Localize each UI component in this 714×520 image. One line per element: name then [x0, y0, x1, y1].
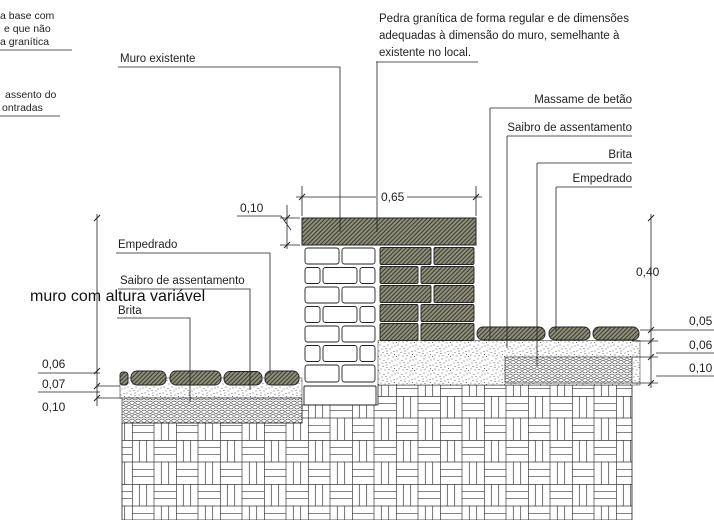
left-paving-stones	[119, 370, 300, 386]
empedrado-left-leader	[116, 252, 271, 374]
granite-stone	[379, 247, 432, 265]
dim-right-height-line	[632, 214, 714, 388]
dim-right-height: 0,40	[636, 265, 660, 279]
wall-brick	[322, 267, 358, 284]
wall-foundation-block	[303, 385, 377, 406]
pedra-granitica-label: existente no local.	[379, 47, 471, 59]
wall-brick	[304, 247, 340, 265]
dimension-lines	[38, 186, 714, 406]
saibro-left-leader	[118, 288, 251, 390]
note-line: assento do	[5, 89, 57, 101]
pedra-granitica-label: adequadas à dimensão do muro, semelhante…	[379, 30, 620, 42]
dim-coping-width-line	[296, 186, 482, 216]
brita-right-label: Brita	[608, 149, 632, 161]
dim-left-paving: 0,06	[42, 357, 66, 371]
wall-brick	[304, 364, 340, 383]
wall-brick	[341, 325, 376, 343]
wall-height-note: muro com altura variável	[30, 288, 205, 305]
muro-existente-label: Muro existente	[120, 53, 195, 65]
dim-coping-height-line	[237, 205, 300, 249]
wall-brick	[304, 325, 340, 343]
paving-stone	[476, 326, 546, 341]
wall-brick	[304, 306, 321, 323]
wall-brick	[304, 286, 340, 304]
existing-wall	[303, 247, 377, 406]
note-line: a granítica	[0, 36, 49, 48]
wall-brick	[304, 345, 321, 362]
granite-stone	[379, 304, 419, 322]
paving-stone	[130, 370, 167, 386]
wall-brick	[341, 286, 376, 304]
wall-brick	[359, 306, 376, 323]
empedrado-right-leader	[555, 186, 632, 331]
wall-brick	[322, 345, 358, 362]
granite-stone	[420, 266, 475, 284]
note-line: a base com	[0, 10, 55, 22]
dim-tick	[93, 214, 101, 402]
granite-stone	[420, 304, 475, 322]
dimension-values: 0,65 0,10 0,40 0,05 0,06 0,10 0,06 0,07 …	[42, 190, 713, 414]
top-left-notes: a base com e que não a granítica assento…	[0, 10, 57, 114]
granite-stone	[379, 323, 419, 341]
dim-left-gravel: 0,10	[42, 400, 66, 414]
labels: Pedra granítica de forma regular e de di…	[30, 13, 633, 317]
saibro-right-leader	[506, 135, 632, 348]
pedra-granitica-label: Pedra granítica de forma regular e de di…	[379, 13, 629, 25]
paving-stone	[169, 370, 222, 386]
right-gravel-layer	[504, 356, 633, 384]
granite-stone	[379, 285, 432, 303]
wall-brick	[359, 345, 376, 362]
paving-stone	[119, 371, 129, 386]
massame-leader	[489, 107, 632, 338]
coping-stone	[301, 217, 477, 246]
pedra-granitica-leader	[376, 61, 478, 232]
dim-tick	[647, 214, 655, 387]
brita-right-leader	[536, 162, 632, 366]
paving-stone	[223, 371, 263, 386]
granite-stone-wall	[379, 247, 475, 341]
paving-stone	[264, 370, 300, 386]
granite-stone	[379, 266, 419, 284]
wall-brick	[322, 306, 358, 323]
dim-coping-height: 0,10	[240, 201, 264, 215]
leader-lines	[0, 49, 632, 402]
dim-tick	[283, 214, 291, 249]
brita-left-label: Brita	[118, 305, 142, 317]
paving-stone	[592, 326, 640, 341]
wall-brick	[341, 247, 376, 265]
massame-label: Massame de betão	[534, 94, 632, 106]
saibro-right-label: Saibro de assentamento	[507, 122, 632, 134]
dim-right-gravel: 0,10	[689, 361, 713, 375]
wall-brick	[359, 267, 376, 284]
wall-brick	[304, 267, 321, 284]
saibro-left-label: Saibro de assentamento	[120, 275, 245, 287]
right-paving-stones	[476, 326, 640, 341]
empedrado-right-label: Empedrado	[573, 173, 632, 185]
dim-right-sand: 0,06	[689, 338, 713, 352]
muro-existente-leader	[118, 66, 341, 232]
left-gravel-layer	[121, 397, 303, 424]
dim-coping-width: 0,65	[381, 190, 405, 204]
granite-stone	[433, 247, 475, 265]
wall-brick	[341, 364, 376, 383]
dim-right-paving: 0,05	[689, 314, 713, 328]
dim-left-height-line	[38, 214, 122, 406]
granite-stone	[420, 323, 475, 341]
dim-left-sand: 0,07	[42, 377, 66, 391]
granite-stone	[433, 285, 475, 303]
brita-left-leader	[117, 317, 191, 402]
paving-stone	[548, 326, 591, 341]
empedrado-left-label: Empedrado	[118, 239, 177, 251]
note-line: ontradas	[2, 102, 43, 114]
dim-tick	[298, 193, 480, 201]
note-line: e que não	[4, 23, 51, 35]
